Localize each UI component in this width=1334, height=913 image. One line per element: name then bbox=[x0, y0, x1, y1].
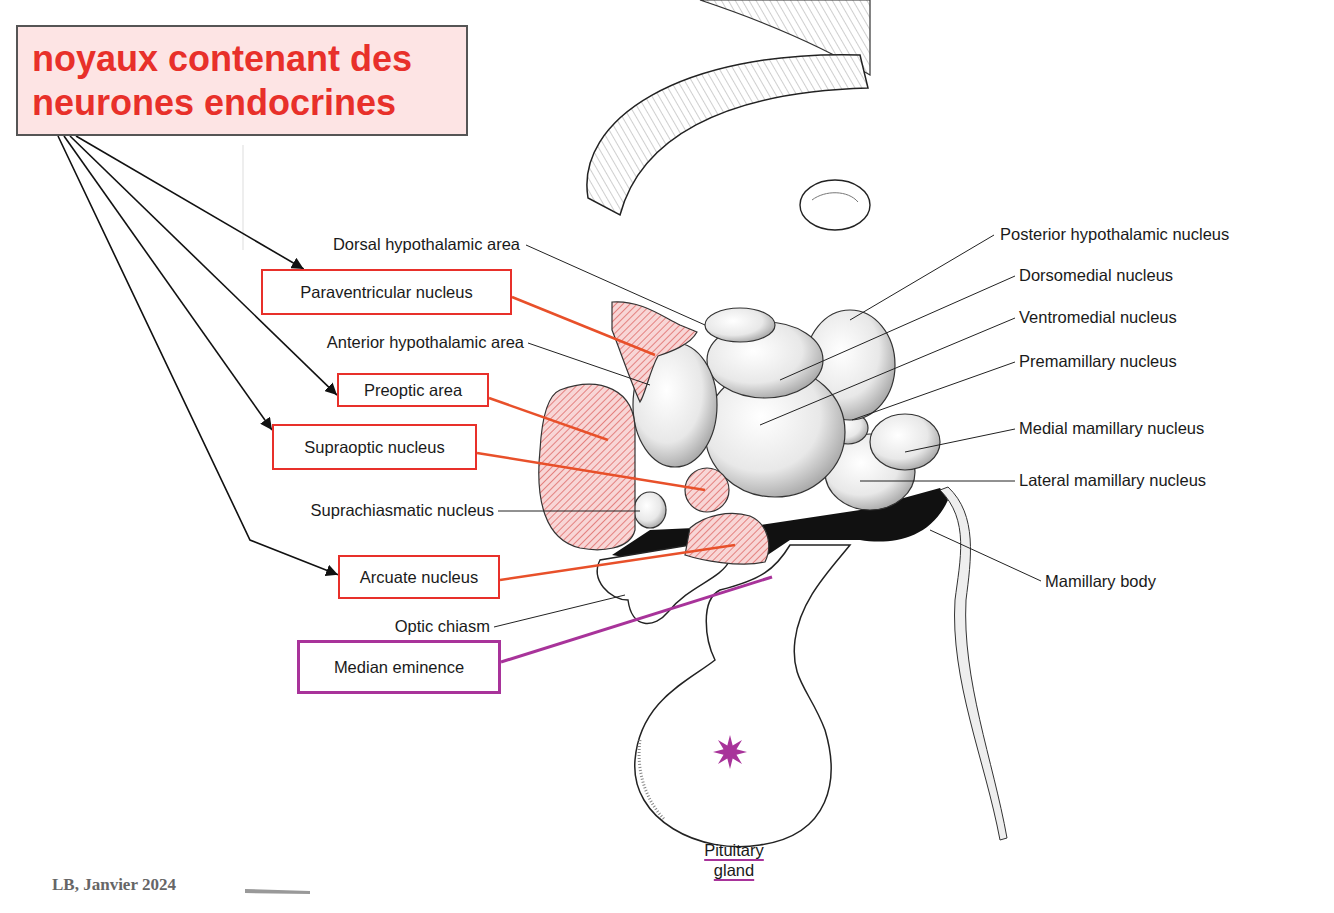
pituitary-shade bbox=[639, 740, 665, 820]
commissure-line bbox=[812, 193, 858, 202]
structure-label: Medial mamillary nucleus bbox=[1017, 418, 1206, 438]
supraoptic-shape bbox=[685, 468, 729, 512]
region-box: Median eminence bbox=[297, 640, 501, 694]
preoptic-shape bbox=[539, 384, 635, 549]
scan-mark bbox=[245, 889, 310, 894]
structure-label: Premamillary nucleus bbox=[1017, 351, 1179, 371]
structure-label: Dorsomedial nucleus bbox=[1017, 265, 1175, 285]
leader-line bbox=[930, 530, 1041, 581]
box-label: Supraoptic nucleus bbox=[304, 437, 444, 457]
nucleus-box: Arcuate nucleus bbox=[338, 555, 500, 599]
dorsal-area bbox=[705, 308, 775, 342]
structure-label: Anterior hypothalamic area bbox=[325, 332, 526, 352]
leader-line bbox=[780, 276, 1015, 380]
structure-label: Dorsal hypothalamic area bbox=[331, 234, 522, 254]
star-symbol bbox=[713, 735, 747, 769]
red-leader bbox=[477, 453, 705, 490]
pointer-arrow bbox=[70, 136, 337, 395]
structure-label: Suprachiasmatic nucleus bbox=[309, 500, 496, 520]
leader-line bbox=[852, 362, 1015, 420]
nucleus-box: Paraventricular nucleus bbox=[261, 269, 512, 315]
nucleus-box: Preoptic area bbox=[337, 373, 489, 407]
leader-lines bbox=[494, 235, 1041, 627]
structure-label: Posterior hypothalamic nucleus bbox=[998, 224, 1231, 244]
commissure bbox=[800, 180, 870, 230]
box-label: Preoptic area bbox=[364, 380, 462, 400]
structure-label: Mamillary body bbox=[1043, 571, 1158, 591]
structure-label: Lateral mamillary nucleus bbox=[1017, 470, 1208, 490]
leader-line bbox=[498, 511, 640, 512]
author-note: LB, Janvier 2024 bbox=[50, 875, 178, 895]
box-label: Arcuate nucleus bbox=[360, 567, 478, 587]
pointer-arrow bbox=[58, 136, 338, 575]
box-label: Paraventricular nucleus bbox=[300, 282, 472, 302]
pointer-arrow bbox=[64, 136, 272, 430]
leader-line bbox=[850, 235, 994, 320]
leader-line bbox=[905, 429, 1015, 452]
red-leader bbox=[489, 398, 608, 440]
title-text: noyaux contenant des neurones endocrines bbox=[32, 37, 452, 123]
nucleus-box: Supraoptic nucleus bbox=[272, 424, 477, 470]
red-leader bbox=[512, 297, 655, 355]
purple-leader bbox=[501, 577, 772, 662]
organ-label: Pituitary gland bbox=[687, 840, 781, 880]
box-label: Median eminence bbox=[334, 657, 464, 677]
leader-line bbox=[860, 481, 1015, 482]
leader-line bbox=[494, 595, 625, 627]
arcuate-shape bbox=[685, 513, 769, 564]
structure-label: Optic chiasm bbox=[393, 616, 492, 636]
title-box: noyaux contenant des neurones endocrines bbox=[16, 25, 468, 136]
suprachiasmatic bbox=[634, 492, 666, 528]
structure-label: Ventromedial nucleus bbox=[1017, 307, 1179, 327]
vessel-strip bbox=[940, 487, 1007, 840]
red-leader bbox=[500, 545, 735, 580]
paraventricular-shape bbox=[612, 302, 697, 402]
medial-mamillary bbox=[870, 414, 940, 470]
leader-line bbox=[760, 318, 1015, 425]
leader-line bbox=[528, 343, 650, 385]
